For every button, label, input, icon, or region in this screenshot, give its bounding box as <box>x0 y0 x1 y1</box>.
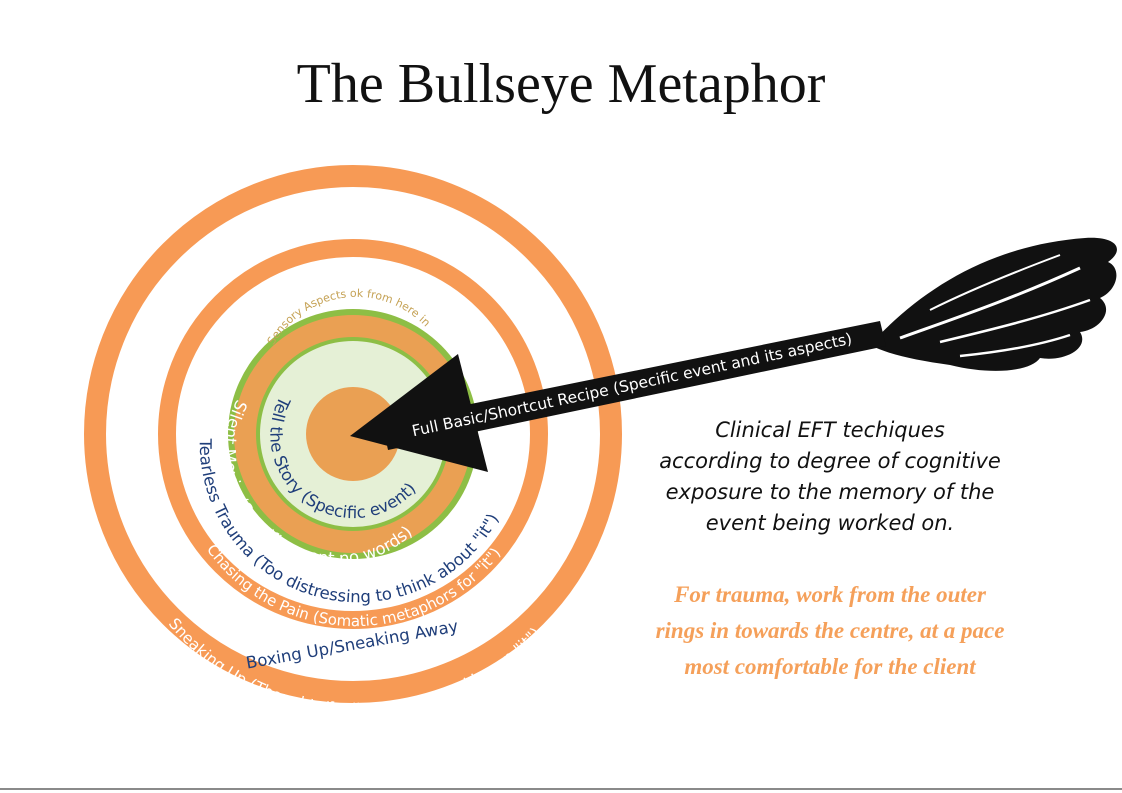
arrow-shaft <box>382 321 886 450</box>
advice-line: most comfortable for the client <box>684 654 976 679</box>
arrow-feather-icon <box>870 237 1117 371</box>
bottom-divider <box>0 788 1122 790</box>
caption-line: Clinical EFT techiques <box>715 418 945 442</box>
middle-ring <box>158 239 548 629</box>
caption-line: according to degree of cognitive <box>659 449 1001 473</box>
caption-line: event being worked on. <box>705 511 955 535</box>
page-title: The Bullseye Metaphor <box>296 53 826 115</box>
arrow-head <box>350 354 488 472</box>
label-sneaking-up: Sneaking Up (Thoughts/feelings about wor… <box>165 615 544 719</box>
advice-line: rings in towards the centre, at a pace <box>655 618 1005 643</box>
advice-line: For trauma, work from the outer <box>674 582 986 607</box>
techniques-caption: Clinical EFT techiques according to degr… <box>630 415 1030 539</box>
outer-ring <box>84 165 622 703</box>
trauma-advice: For trauma, work from the outer rings in… <box>620 577 1040 685</box>
caption-line: exposure to the memory of the <box>665 480 995 504</box>
